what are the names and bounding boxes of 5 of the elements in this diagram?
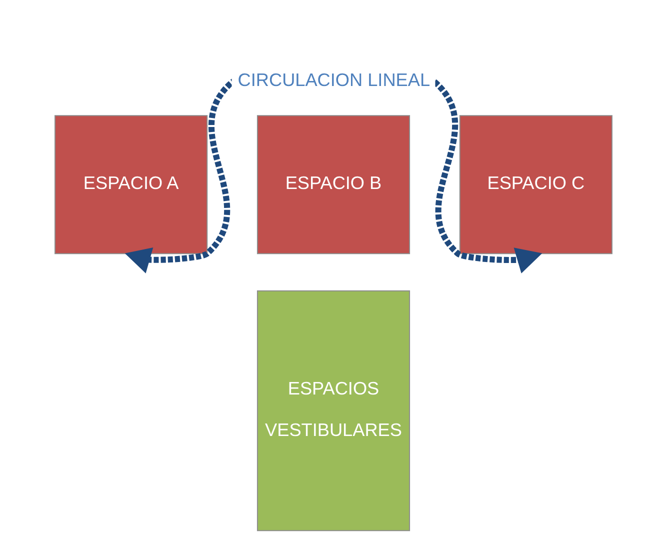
edge-label: CIRCULACION LINEAL [237,70,430,90]
node-box: ESPACIOS VESTIBULARES [256,290,410,532]
node-box: ESPACIO B [256,115,410,254]
node-box: ESPACIO A [54,115,208,254]
node-box: ESPACIO C [458,115,612,254]
